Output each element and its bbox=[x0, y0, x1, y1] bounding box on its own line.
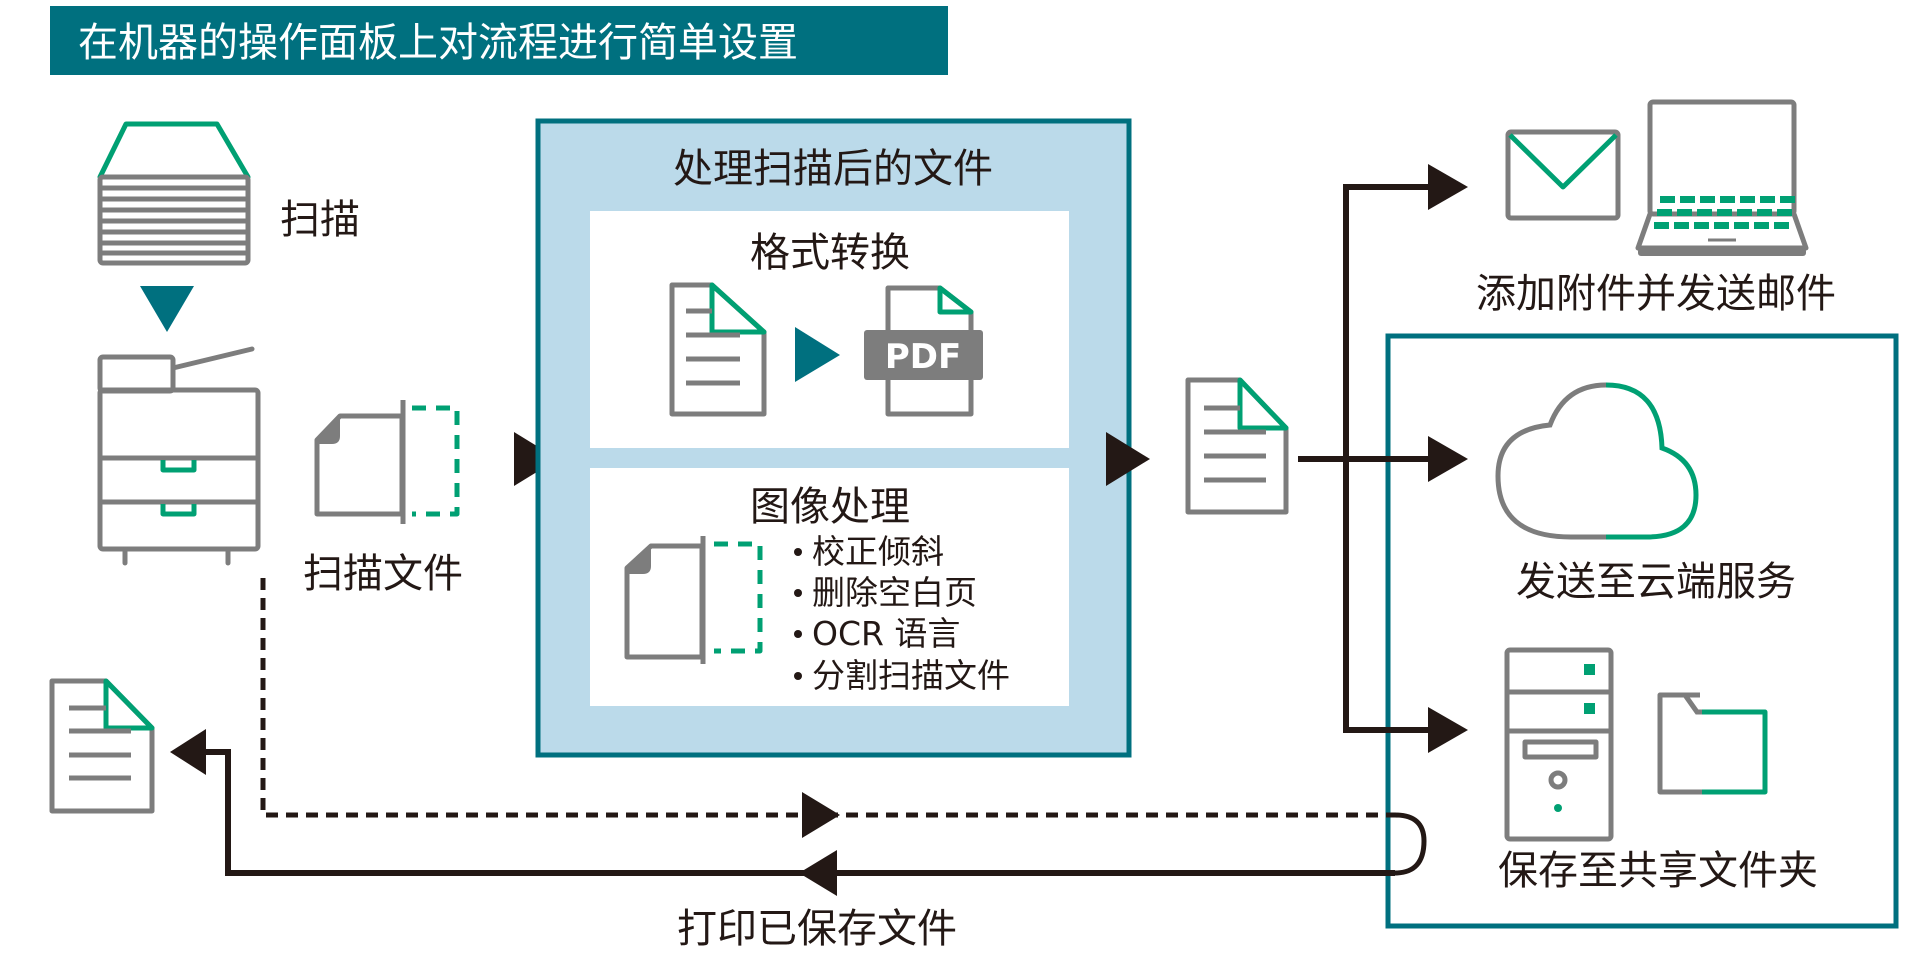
shared-folder-icon bbox=[1657, 692, 1768, 795]
image-processing-list: 校正倾斜 删除空白页 OCR 语言 分割扫描文件 bbox=[794, 532, 1010, 695]
cloud-icon bbox=[1495, 382, 1699, 540]
list-item-remove-blank: 删除空白页 bbox=[812, 573, 977, 612]
bullet-icon bbox=[794, 548, 802, 556]
convert-arrow-icon bbox=[795, 327, 840, 382]
process-title: 处理扫描后的文件 bbox=[673, 146, 993, 192]
shared-folder-label: 保存至共享文件夹 bbox=[1498, 848, 1818, 894]
printed-document-icon bbox=[49, 678, 155, 814]
arrow-to-email-icon bbox=[1428, 164, 1468, 210]
print-saved-label: 打印已保存文件 bbox=[677, 906, 957, 952]
print-return-path bbox=[170, 729, 1395, 896]
title-banner-background bbox=[50, 6, 948, 75]
keyboard-keys bbox=[1654, 196, 1795, 229]
scan-to-storage-dashed-path bbox=[260, 578, 1427, 876]
branch-connectors bbox=[1298, 164, 1468, 753]
pdf-file-icon: PDF bbox=[864, 285, 983, 417]
process-box: 处理扫描后的文件 格式转换 PDF 图像处理 bbox=[535, 118, 1132, 758]
cloud-label: 发送至云端服务 bbox=[1516, 559, 1796, 605]
return-flow-arrow-icon bbox=[799, 850, 837, 896]
storage-destinations-box bbox=[1385, 333, 1899, 929]
bullet-icon bbox=[794, 630, 802, 638]
list-item-ocr: OCR 语言 bbox=[812, 614, 960, 653]
down-arrow-icon bbox=[140, 286, 194, 332]
multifunction-printer-icon bbox=[97, 346, 261, 566]
laptop-icon bbox=[1635, 99, 1809, 256]
scanned-page-icon bbox=[624, 536, 763, 664]
list-item-deskew: 校正倾斜 bbox=[812, 532, 944, 571]
arrow-to-folder-icon bbox=[1428, 707, 1468, 753]
bullet-icon bbox=[794, 589, 802, 597]
image-processing-panel bbox=[590, 468, 1069, 706]
email-label: 添加附件并发送邮件 bbox=[1476, 271, 1836, 317]
arrow-out-process-icon bbox=[1106, 432, 1150, 486]
scan-label: 扫描 bbox=[280, 197, 360, 243]
arrow-to-cloud-icon bbox=[1428, 436, 1468, 482]
arrow-to-print-icon bbox=[170, 729, 206, 775]
title-banner: 在机器的操作面板上对流程进行简单设置 bbox=[50, 6, 948, 75]
document-stack-icon bbox=[97, 121, 251, 266]
list-item-split: 分割扫描文件 bbox=[812, 656, 1010, 695]
image-processing-title: 图像处理 bbox=[750, 484, 910, 530]
bullet-icon bbox=[794, 672, 802, 680]
email-icon bbox=[1505, 129, 1621, 221]
format-conversion-title: 格式转换 bbox=[750, 230, 910, 276]
title-text: 在机器的操作面板上对流程进行简单设置 bbox=[78, 20, 798, 66]
pdf-label: PDF bbox=[885, 337, 961, 377]
dashed-flow-arrow-icon bbox=[802, 792, 840, 838]
processed-document-icon bbox=[1185, 377, 1289, 515]
scanned-file-label: 扫描文件 bbox=[303, 551, 463, 597]
document-icon bbox=[669, 282, 767, 417]
scanned-file-icon bbox=[314, 400, 460, 524]
server-tower-icon bbox=[1504, 647, 1614, 842]
